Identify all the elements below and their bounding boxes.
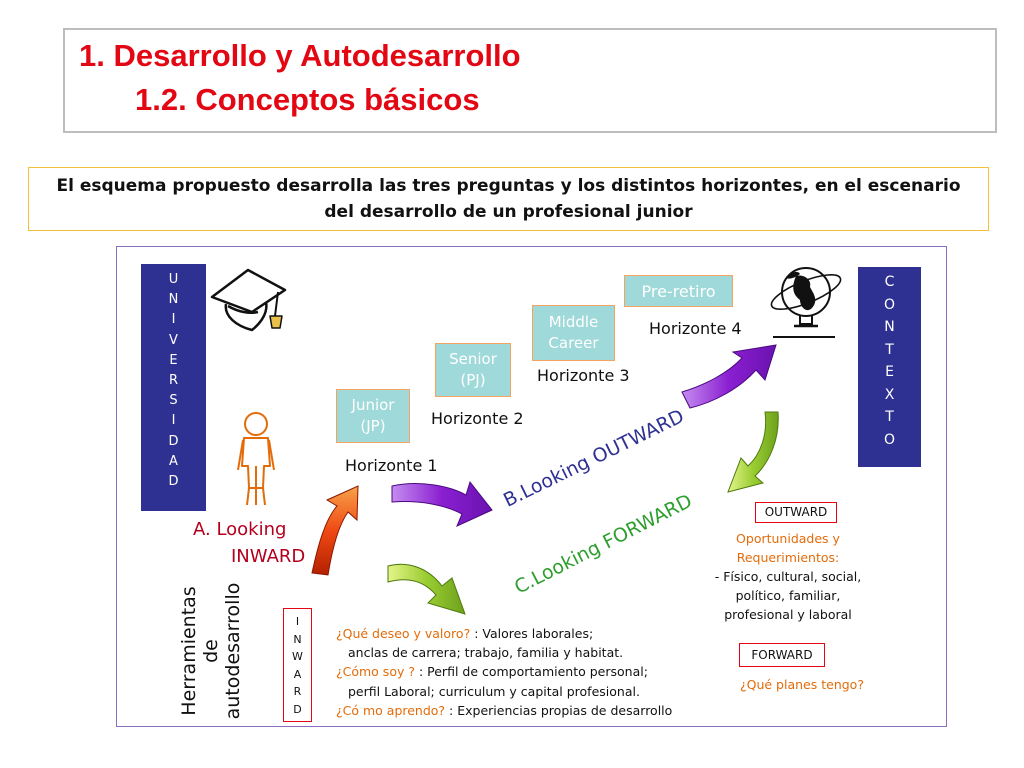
person-icon (237, 412, 275, 506)
stage-junior: Junior (JP) (336, 389, 410, 443)
question-row-3: ¿Có mo aprendo? : Experiencias propias d… (336, 701, 672, 720)
graduation-cap-icon (210, 268, 287, 332)
outward-line3: - Físico, cultural, social, (714, 569, 862, 584)
answer-2: : Perfil de comportamiento personal; (414, 664, 648, 680)
green-arrow-forward-1 (727, 411, 779, 493)
question-3: ¿Có mo aprendo? (336, 702, 446, 718)
universidad-letter: I (171, 312, 176, 328)
slide-subtitle: 1.2. Conceptos básicos (135, 82, 480, 117)
inward-letter: R (293, 685, 302, 699)
purple-arrow-outward-1 (391, 480, 493, 527)
question-row-1: ¿Qué deseo y valoro? : Valores laborales… (336, 624, 672, 643)
green-arrow-forward-2 (387, 563, 466, 615)
inward-questions: ¿Qué deseo y valoro? : Valores laborales… (336, 624, 672, 720)
horizonte-4-label: Horizonte 4 (649, 319, 742, 338)
title-box: 1. Desarrollo y Autodesarrollo 1.2. Conc… (63, 28, 997, 133)
inward-letter: I (295, 615, 300, 628)
stage-pre-retiro: Pre-retiro (624, 275, 733, 307)
herramientas-label: Herramientas de autodesarrollo (178, 576, 244, 726)
contexto-letter: X (884, 386, 895, 403)
universidad-letter: A (169, 453, 178, 469)
outward-tag: OUTWARD (755, 502, 837, 523)
outward-line1: Oportunidades y (736, 531, 840, 546)
stage-senior-line1: Senior (449, 350, 497, 368)
inward-letter: A (293, 667, 302, 681)
inward-box: I N W A R D (283, 608, 312, 722)
universidad-letter: U (168, 272, 179, 287)
universidad-letter: D (168, 433, 179, 449)
forward-tag: FORWARD (739, 643, 825, 667)
stage-junior-line2: (JP) (360, 417, 386, 435)
contexto-bar: C O N T E X T O (858, 267, 921, 467)
contexto-letter: T (885, 341, 894, 358)
answer-1-cont: anclas de carrera; trabajo, familia y ha… (348, 645, 624, 661)
horizonte-2-label: Horizonte 2 (431, 409, 524, 428)
universidad-bar: U N I V E R S I D A D (141, 264, 206, 511)
outward-description: Oportunidades y Requerimientos: - Físico… (668, 529, 908, 624)
universidad-letter: S (169, 393, 178, 409)
herramientas-line3: autodesarrollo (222, 582, 244, 720)
universidad-letter: V (169, 332, 178, 348)
purple-arrow-outward-2 (681, 344, 777, 409)
outward-line5: profesional y laboral (724, 607, 852, 622)
stage-junior-line1: Junior (351, 396, 395, 414)
stage-preretiro-label: Pre-retiro (641, 281, 716, 301)
forward-question: ¿Qué planes tengo? (740, 677, 864, 692)
answer-1: : Valores laborales; (470, 626, 594, 641)
looking-inward-line2: INWARD (231, 546, 306, 567)
contexto-letter: O (883, 296, 896, 313)
contexto-letter: E (885, 364, 894, 380)
slide-title: 1. Desarrollo y Autodesarrollo (79, 38, 521, 73)
answer-3: : Experiencias propias de desarrollo (445, 702, 673, 718)
question-2: ¿Cómo soy ? (336, 664, 415, 680)
contexto-letter: N (884, 319, 895, 335)
herramientas-line1: Herramientas (178, 586, 200, 716)
contexto-letter: O (883, 431, 896, 448)
looking-inward-label: A. Looking INWARD (193, 516, 305, 570)
question-row-2: ¿Cómo soy ? : Perfil de comportamiento p… (336, 662, 672, 681)
red-arrow-inward (311, 485, 359, 576)
universidad-letter: N (168, 292, 179, 308)
universidad-letter: R (168, 373, 179, 389)
horizonte-1-label: Horizonte 1 (345, 456, 438, 475)
intro-box: El esquema propuesto desarrolla las tres… (28, 167, 989, 231)
globe-icon (770, 267, 842, 328)
universidad-letter: I (171, 413, 176, 429)
horizonte-4-underline (773, 336, 835, 338)
question-1: ¿Qué deseo y valoro? (336, 626, 471, 641)
stage-senior: Senior (PJ) (435, 343, 511, 397)
looking-inward-line1: A. Looking (193, 519, 287, 540)
outward-line2: Requerimientos: (736, 550, 840, 565)
universidad-letter: D (168, 474, 179, 490)
outward-line4: político, familiar, (735, 588, 841, 603)
inward-letter: N (293, 632, 302, 646)
stage-middle-line2: Career (548, 334, 599, 352)
inward-letter: W (292, 650, 303, 664)
stage-senior-line2: (PJ) (460, 371, 486, 389)
stage-middle-career: Middle Career (532, 305, 615, 361)
herramientas-line2: de (200, 639, 222, 663)
contexto-letter: T (885, 409, 894, 425)
universidad-letter: E (169, 352, 178, 368)
stage-middle-line1: Middle (548, 313, 599, 331)
contexto-letter: C (884, 274, 895, 290)
inward-letter: D (293, 702, 302, 716)
horizonte-3-label: Horizonte 3 (537, 366, 630, 385)
intro-text: El esquema propuesto desarrolla las tres… (56, 176, 961, 222)
answer-2-cont: perfil Laboral; curriculum y capital pro… (348, 683, 640, 699)
